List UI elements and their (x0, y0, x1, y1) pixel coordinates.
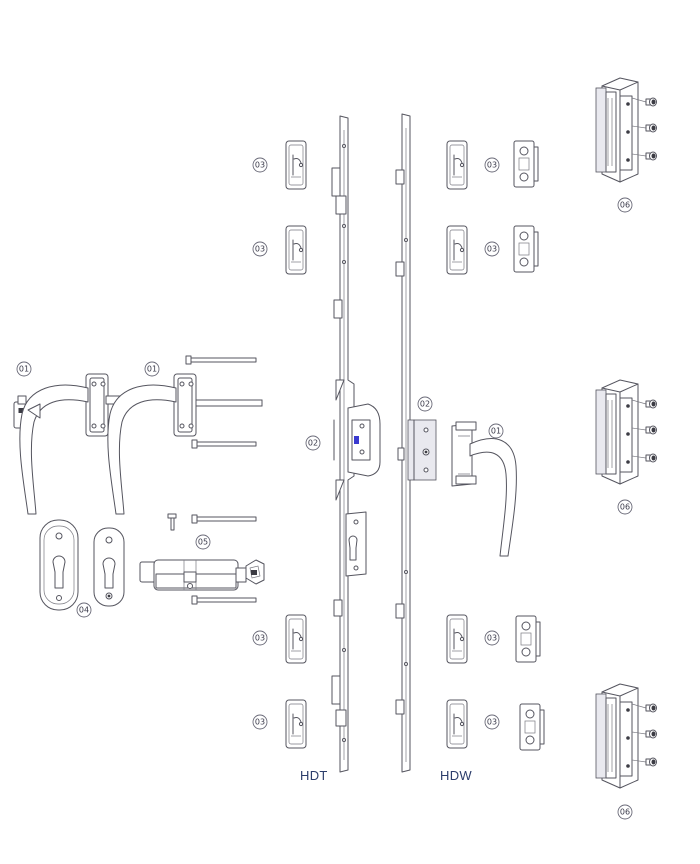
svg-text:01: 01 (491, 427, 501, 436)
svg-text:06: 06 (620, 201, 630, 210)
callout-06-middle: 06 (617, 499, 633, 515)
euro-cylinder-lock (139, 559, 265, 591)
handle-right (451, 421, 517, 557)
escutcheon-plates (39, 519, 125, 611)
callout-03-e: 03 (484, 157, 500, 173)
hdw-espagnolette-bar (395, 113, 437, 773)
callout-03-a: 03 (252, 157, 268, 173)
svg-text:03: 03 (255, 161, 265, 170)
callout-02-right: 02 (417, 396, 433, 412)
svg-text:03: 03 (487, 634, 497, 643)
svg-text:01: 01 (147, 365, 157, 374)
svg-text:01: 01 (19, 365, 29, 374)
svg-text:04: 04 (79, 606, 89, 615)
callout-01-left: 01 (16, 361, 32, 377)
keepers-left (285, 140, 307, 749)
label-hdw: HDW (440, 768, 472, 783)
callout-06-bottom: 06 (617, 804, 633, 820)
handle-with-key (13, 373, 121, 515)
hinge-bottom (596, 684, 657, 788)
callout-03-f: 03 (484, 241, 500, 257)
fixing-screws (167, 355, 257, 605)
callout-06-top: 06 (617, 197, 633, 213)
callout-01-right: 01 (488, 423, 504, 439)
callout-03-d: 03 (252, 714, 268, 730)
label-hdt: HDT (300, 768, 328, 783)
svg-text:02: 02 (420, 400, 430, 409)
callout-01-middle: 01 (144, 361, 160, 377)
callout-05: 05 (195, 534, 211, 550)
svg-text:03: 03 (255, 245, 265, 254)
svg-text:03: 03 (255, 634, 265, 643)
hinge-middle (596, 380, 657, 484)
hinge-top (596, 78, 657, 182)
callout-03-g: 03 (484, 630, 500, 646)
svg-text:02: 02 (308, 439, 318, 448)
callout-03-c: 03 (252, 630, 268, 646)
svg-text:03: 03 (487, 161, 497, 170)
callout-02-left: 02 (305, 435, 321, 451)
hdt-espagnolette-bar (331, 115, 381, 773)
svg-text:03: 03 (487, 245, 497, 254)
handle-with-spindle (107, 373, 263, 515)
callout-04: 04 (76, 602, 92, 618)
svg-text:05: 05 (198, 538, 208, 547)
svg-text:06: 06 (620, 808, 630, 817)
svg-text:03: 03 (487, 718, 497, 727)
svg-text:06: 06 (620, 503, 630, 512)
callout-03-b: 03 (252, 241, 268, 257)
svg-text:03: 03 (255, 718, 265, 727)
callout-03-h: 03 (484, 714, 500, 730)
